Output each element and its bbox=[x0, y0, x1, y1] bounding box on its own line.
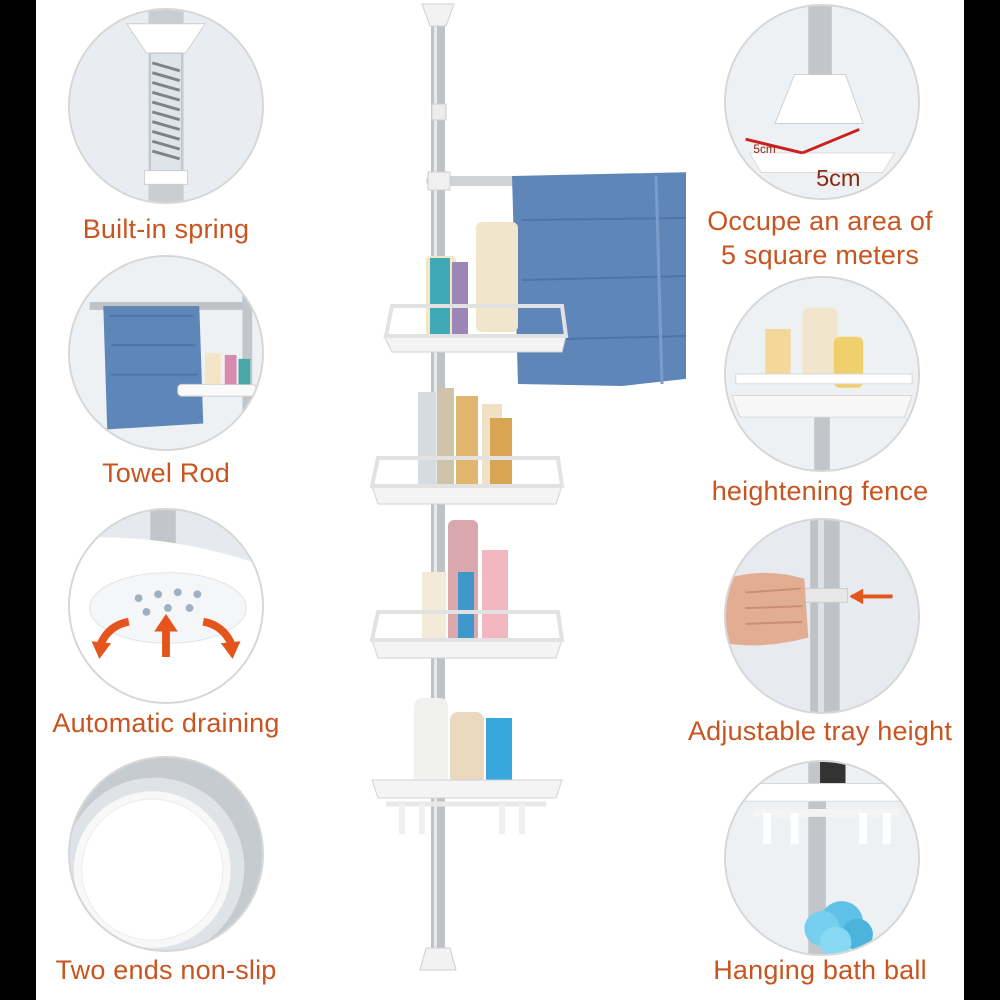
feature-label-spring: Built-in spring bbox=[82, 214, 250, 244]
feature-label-footprint: Occupe an area of 5 square meters bbox=[676, 204, 964, 272]
feature-label-non-slip: Two ends non-slip bbox=[55, 955, 277, 985]
corner-shower-caddy-illustration bbox=[326, 0, 686, 1000]
spring-icon bbox=[68, 8, 264, 204]
product-infographic: Built-in spring Towel Rod bbox=[36, 0, 964, 1000]
feature-label-adjust-height: Adjustable tray height bbox=[687, 716, 953, 746]
svg-text:5cm: 5cm bbox=[816, 165, 860, 191]
feature-label-footprint-line2: 5 square meters bbox=[720, 240, 920, 270]
feature-label-fence: heightening fence bbox=[711, 476, 929, 506]
feature-label-footprint-line1: Occupe an area of bbox=[707, 206, 933, 236]
bath-ball-icon bbox=[724, 760, 920, 956]
svg-text:5cm: 5cm bbox=[753, 143, 775, 156]
non-slip-pad-icon bbox=[68, 756, 264, 952]
fence-icon bbox=[724, 276, 920, 472]
feature-label-draining: Automatic draining bbox=[52, 708, 280, 738]
feature-label-bath-ball: Hanging bath ball bbox=[713, 955, 927, 985]
drain-icon bbox=[68, 508, 264, 704]
adjust-height-icon bbox=[724, 518, 920, 714]
footprint-icon: 5cm 5cm bbox=[724, 4, 920, 200]
feature-label-towel-rod: Towel Rod bbox=[102, 458, 230, 488]
towel-rod-icon bbox=[68, 255, 264, 451]
